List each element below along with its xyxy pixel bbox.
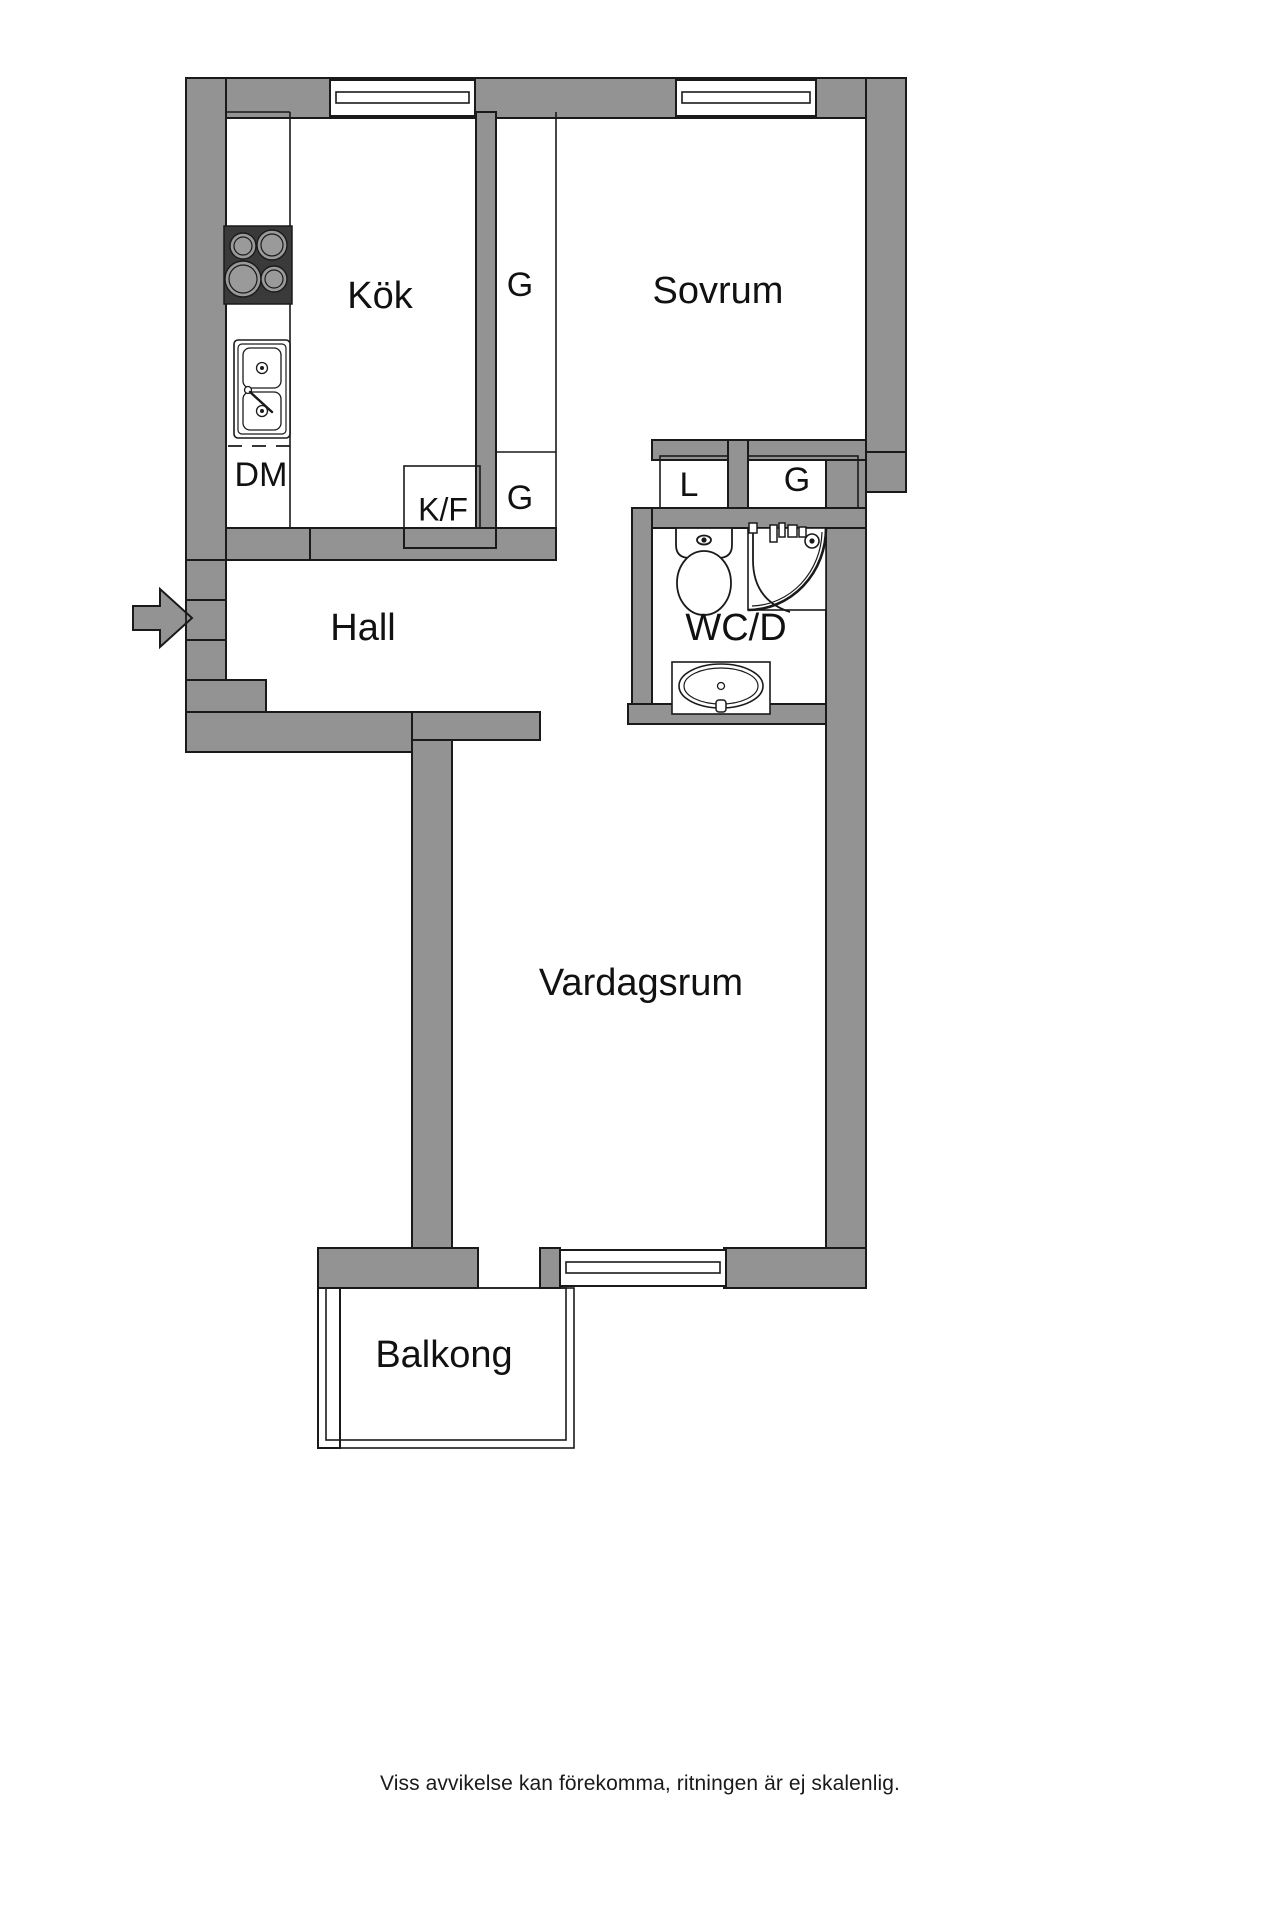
window-kitchen [329,79,476,117]
wall-hall-left-upper [185,559,227,601]
wall-kf-bottom [403,527,497,549]
rect-g-closet-bath [747,455,859,509]
wall-balcony-door-left [539,1247,561,1289]
wall-kitchen-closet-divider [475,111,497,549]
washbasin [671,661,771,715]
wall-bath-top [651,507,867,529]
kitchen-sink [233,339,291,439]
toilet [675,527,733,616]
closet-label-g-lower: G [507,479,533,517]
closet-label-kf: K/F [418,491,468,527]
walls-group [185,77,907,1449]
windows-group [329,79,817,1287]
wall-hall-doorway [185,599,227,641]
wall-hall-step [185,679,267,713]
rect-l-closet [659,455,729,509]
appliance-label-dm: DM [235,456,288,494]
wall-bath-left [631,507,653,719]
wall-livingroom-bottom-right [723,1247,867,1289]
wall-balcony-left [317,1287,341,1449]
room-label-balkong: Balkong [375,1334,512,1376]
room-labels-group: Kök Sovrum Hall WC/D Vardagsrum Balkong … [235,266,811,1376]
wall-hall-bottom-right [411,711,541,741]
room-label-wc-d: WC/D [685,607,786,649]
wall-left-outer [185,77,227,561]
wall-hall-left-notch [185,639,227,681]
closet-label-l-bath: L [680,466,699,504]
room-label-hall: Hall [330,607,395,649]
wall-right-outer-lower [825,451,867,1289]
closet-label-g-bath: G [784,461,810,499]
window-livingroom [559,1249,727,1287]
closet-label-g-kitchen: G [507,266,533,304]
rect-balcony-inner [325,1287,567,1441]
room-label-sovrum: Sovrum [653,270,784,312]
interior-outlines [226,111,859,1449]
room-label-kok: Kök [347,275,413,317]
entrance-arrow [132,586,194,650]
wall-right-outer-upper [865,77,907,453]
window-bedroom [675,79,817,117]
rect-kf-closet [403,465,481,529]
wall-livingroom-left [411,739,453,1249]
room-label-vardagsrum: Vardagsrum [539,962,743,1004]
plan-caption: Viss avvikelse kan förekomma, ritningen … [380,1772,900,1795]
corner-shower [747,522,828,613]
wall-bath-closet-top [651,439,867,461]
wall-livingroom-bottom-left [317,1247,479,1289]
kitchen-stove [223,225,293,305]
